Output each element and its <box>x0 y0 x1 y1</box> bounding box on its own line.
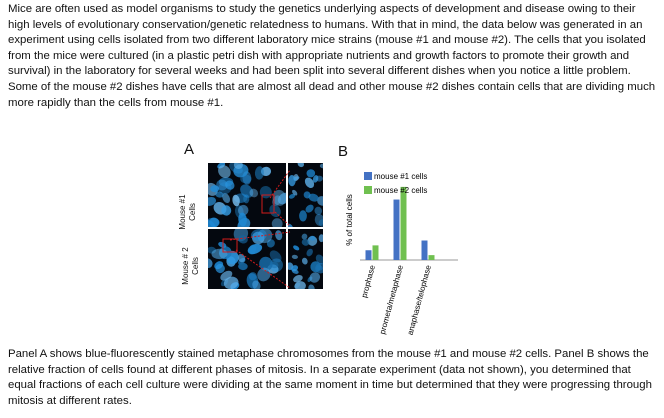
nucleus <box>305 204 314 213</box>
nucleus <box>306 169 316 178</box>
nucleus <box>299 210 307 222</box>
nucleus <box>308 284 315 289</box>
zoom-box-2 <box>222 238 238 253</box>
legend-label-1: mouse #1 cells <box>374 172 427 181</box>
legend-swatch-2 <box>364 186 372 194</box>
nucleus <box>314 206 323 215</box>
nucleus <box>215 263 225 274</box>
nucleus <box>301 238 310 246</box>
nucleus <box>222 193 231 203</box>
bar-2-2 <box>400 186 407 260</box>
bar-1-3 <box>421 240 428 260</box>
bar-2-3 <box>428 255 435 260</box>
nucleus <box>208 219 216 227</box>
nucleus <box>297 163 305 168</box>
nucleus <box>293 245 300 251</box>
nucleus <box>233 163 243 170</box>
nucleus <box>232 194 240 207</box>
nucleus <box>249 188 259 198</box>
zoom-line-2b <box>235 249 291 289</box>
bar-1-2 <box>393 199 400 260</box>
mouse-2-zoom-inset <box>288 229 323 289</box>
nucleus <box>301 257 308 265</box>
zoom-line-1b <box>274 211 291 227</box>
nucleus <box>237 204 249 216</box>
nucleus <box>271 218 283 227</box>
panel-a-letter: A <box>184 141 195 158</box>
x-tick-label: prophase <box>360 264 377 299</box>
nucleus <box>318 219 323 227</box>
nucleus <box>319 163 323 169</box>
nucleus <box>277 192 286 205</box>
nucleus <box>238 235 248 244</box>
nucleus <box>269 250 282 263</box>
nucleus <box>301 233 308 240</box>
x-tick-label: anaphase/telophase <box>406 264 433 336</box>
nucleus <box>223 276 239 289</box>
bar-1-1 <box>365 250 372 260</box>
nucleus <box>275 230 283 241</box>
nucleus <box>248 272 257 281</box>
nucleus <box>288 193 296 199</box>
zoom-line-1a <box>269 169 291 199</box>
nucleus <box>225 180 235 190</box>
nucleus <box>306 248 313 257</box>
nucleus <box>288 223 293 227</box>
nucleus <box>218 241 227 248</box>
zoom-box-1 <box>261 194 275 214</box>
intro-paragraph: Mice are often used as model organisms t… <box>8 3 656 109</box>
legend-swatch-1 <box>364 172 372 180</box>
nucleus <box>215 191 224 198</box>
nucleus <box>309 235 316 241</box>
nucleus <box>250 229 267 242</box>
nucleus <box>248 244 257 255</box>
nucleus <box>312 175 319 183</box>
nucleus <box>252 280 261 289</box>
nucleus <box>259 256 273 271</box>
nucleus <box>221 205 232 216</box>
panel-b-letter: B <box>338 143 349 160</box>
nucleus <box>208 196 216 206</box>
mouse-2-micrograph <box>208 229 286 289</box>
bar-2-1 <box>372 245 379 260</box>
mouse-1-micrograph <box>208 163 286 227</box>
zoom-line-2a <box>229 231 291 241</box>
nucleus <box>317 196 323 206</box>
caption-paragraph: Panel A shows blue-fluorescently stained… <box>8 348 652 407</box>
nucleus <box>315 254 323 265</box>
nucleus <box>315 175 323 182</box>
legend-label-2: mouse #2 cells <box>374 186 427 195</box>
nucleus <box>269 204 281 218</box>
nucleus <box>293 275 303 283</box>
nucleus <box>216 179 228 191</box>
nucleus <box>240 174 252 184</box>
nucleus <box>238 212 247 227</box>
nucleus <box>240 184 254 198</box>
nucleus <box>294 281 306 289</box>
nucleus <box>237 253 246 263</box>
nucleus <box>309 272 321 283</box>
nucleus <box>218 165 231 179</box>
nucleus <box>257 267 271 282</box>
nucleus <box>254 166 264 180</box>
nucleus <box>291 269 299 274</box>
mouse-1-zoom-inset <box>288 163 323 227</box>
nucleus <box>247 243 263 255</box>
nucleus <box>304 177 315 188</box>
nucleus <box>318 234 323 243</box>
nucleus <box>288 175 296 187</box>
nucleus <box>308 193 319 202</box>
y-axis-label: % of total cells <box>345 194 354 246</box>
x-tick-label: prometa/metaphase <box>378 264 405 336</box>
nucleus <box>292 189 298 196</box>
nucleus <box>310 261 322 273</box>
nucleus <box>220 270 233 281</box>
nucleus <box>303 191 311 199</box>
nucleus <box>208 258 213 268</box>
nucleus <box>291 254 298 260</box>
